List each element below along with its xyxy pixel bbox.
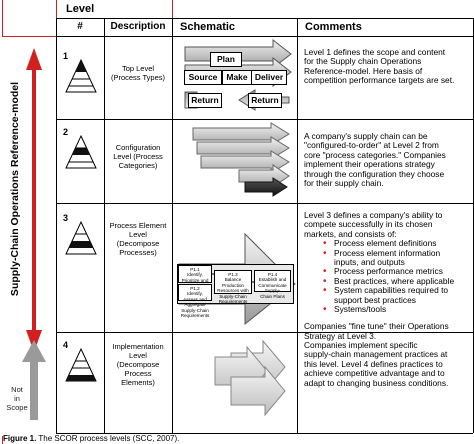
schematic-level-4 [214,339,286,417]
source-label: Source [184,70,222,85]
table-border [56,203,473,204]
frame-line [56,0,57,18]
pyramid-level-3-icon [65,220,97,255]
description-level-1: Top Level(Process Types) [110,64,166,82]
bullet-item: Best practices, where applicable [320,276,472,287]
header-level: Level [66,3,95,15]
schematic-level-2 [192,122,290,197]
table-border [104,18,105,433]
table-border [56,433,473,434]
return-left-label: Return [188,93,222,108]
caption-text: The SCOR process levels (SCC, 2007). [36,434,180,443]
row-number: 1 [63,51,69,61]
level2-arrow-stack [192,122,290,197]
table-border [56,119,473,120]
frame-line [2,436,3,444]
level4-arrow-stack [214,339,286,417]
frame-line [2,36,56,37]
row-number: 3 [63,213,69,223]
process-connectors [212,273,254,283]
header-comments: Comments [305,21,362,33]
table-border [297,18,298,433]
row-number: 2 [63,127,69,137]
caption-label: Figure 1. [3,434,37,443]
figure-caption: Figure 1. The SCOR process levels (SCC, … [3,434,179,443]
table-border [56,18,57,433]
pyramid-level-4-icon [65,347,97,382]
row-number: 4 [63,340,69,350]
deliver-label: Deliver [251,70,287,85]
header-description: Description [110,21,166,32]
comment-level-3-bullets: Process element definitions Process elem… [320,238,472,315]
table-border [56,332,473,333]
bullet-item: Process performance metrics [320,267,472,278]
left-arrows [22,48,46,420]
frame-line [2,0,3,36]
frame-line [172,0,173,18]
bullet-item: Systems/tools [320,304,472,315]
pyramid-level-2-icon [65,134,97,169]
return-right-label: Return [248,93,282,108]
gray-up-arrow [22,340,46,420]
make-label: Make [222,70,252,85]
red-double-arrow [26,48,42,352]
comment-level-2: A company's supply chain can be"configur… [304,131,446,189]
header-schematic: Schematic [180,21,236,33]
bullet-item: Process element definitions [320,238,472,249]
table-border [56,18,473,19]
pyramid-level-1-icon [65,58,97,93]
plan-label: Plan [210,52,242,67]
table-border [172,18,173,433]
header-number: # [77,21,83,32]
table-border [56,36,473,37]
vertical-label: Supply-Chain Operations Reference-model [9,81,21,297]
